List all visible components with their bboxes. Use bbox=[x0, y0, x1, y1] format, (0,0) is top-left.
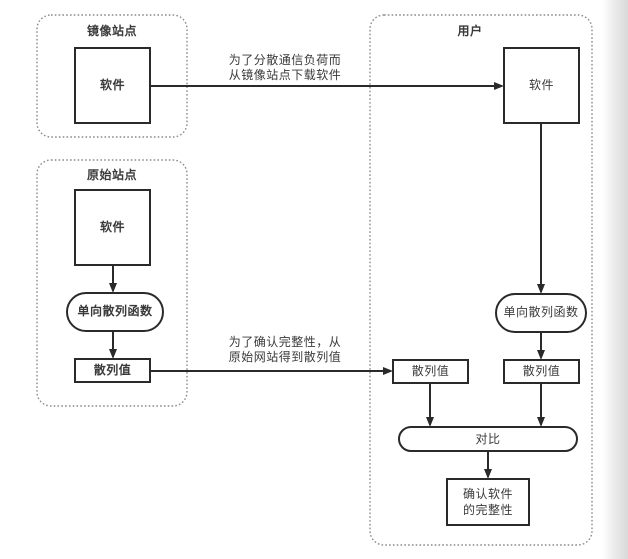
mirror-site-group bbox=[36, 14, 188, 138]
user-hash-function-label: 单向散列函数 bbox=[503, 305, 579, 319]
page-edge-shadow bbox=[602, 0, 628, 559]
user-hash-to-value-arrowhead bbox=[537, 350, 545, 360]
integrity-result-box bbox=[446, 478, 530, 526]
compare-to-result-arrowhead bbox=[484, 469, 492, 479]
download-note-line2: 从镜像站点下载软件 bbox=[228, 68, 342, 82]
user-title: 用户 bbox=[457, 24, 483, 38]
received-to-compare-arrowhead bbox=[426, 417, 434, 427]
origin-hash-function-pill bbox=[66, 292, 164, 332]
result-label-line1: 确认软件 bbox=[462, 487, 513, 501]
user-software-box bbox=[503, 47, 580, 124]
origin-site-title: 原始站点 bbox=[86, 168, 137, 182]
received-hash-value-label: 散列值 bbox=[411, 364, 450, 378]
computed-to-compare-arrowhead bbox=[537, 417, 545, 427]
origin-hash-function-label: 单向散列函数 bbox=[77, 304, 153, 318]
origin-site-group bbox=[36, 159, 188, 407]
user-sw-to-hash-arrowhead bbox=[537, 284, 545, 294]
origin-hash-to-value-arrowhead bbox=[109, 349, 117, 359]
mirror-software-label: 软件 bbox=[99, 78, 125, 92]
origin-software-label: 软件 bbox=[99, 220, 125, 234]
mirror-software-box bbox=[74, 47, 151, 124]
compare-label: 对比 bbox=[475, 432, 501, 446]
origin-hash-value-label: 散列值 bbox=[93, 363, 132, 377]
hash-note-line2: 原始网站得到散列值 bbox=[228, 350, 342, 364]
download-note-line1: 为了分散通信负荷而 bbox=[228, 53, 342, 67]
hash-note-line1: 为了确认完整性，从 bbox=[228, 335, 342, 349]
mirror-site-title: 镜像站点 bbox=[86, 24, 137, 38]
result-label-line2: 的完整性 bbox=[462, 503, 513, 517]
origin-sw-to-hash-arrowhead bbox=[109, 283, 117, 293]
user-group bbox=[369, 14, 593, 546]
user-software-label: 软件 bbox=[528, 78, 554, 92]
hash-transfer-arrowhead bbox=[383, 367, 393, 375]
download-arrowhead bbox=[494, 82, 504, 90]
computed-hash-value-label: 散列值 bbox=[522, 364, 561, 378]
